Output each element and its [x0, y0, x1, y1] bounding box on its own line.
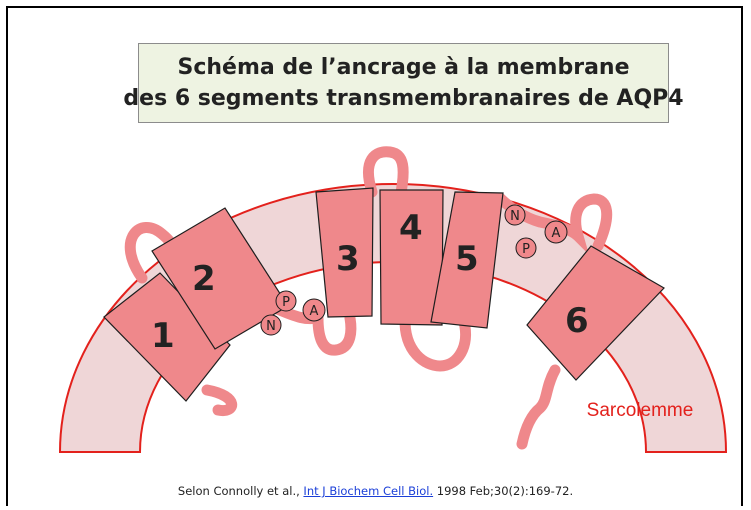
loop-4-5-bottom: [399, 312, 471, 372]
motif-letters: N P A N P A: [266, 209, 560, 334]
motif-n-2-circle: [504, 204, 526, 226]
motif-p-1-label: P: [282, 295, 290, 310]
loop-5-6-top: [494, 192, 613, 255]
motif-n-1-label: N: [266, 319, 276, 334]
segment-6-rect: [526, 245, 665, 381]
citation-suffix: 1998 Feb;30(2):169-72.: [433, 484, 574, 498]
motif-a-1-circle: [302, 298, 326, 322]
citation-prefix: Selon Connolly et al.,: [177, 484, 304, 498]
segment-1-label: 1: [151, 316, 175, 356]
segment-numbers: 1 2 3 4 5 6: [151, 208, 589, 356]
citation-journal-link[interactable]: Int J Biochem Cell Biol.: [303, 484, 434, 498]
loop-2-3-bottom: [269, 302, 357, 356]
segment-3-label: 3: [336, 239, 360, 279]
segment-6-label: 6: [565, 301, 589, 341]
segment-4-label: 4: [399, 208, 423, 248]
loop-3-4-top: [363, 146, 409, 204]
loop-tail-1-bottom: [201, 384, 238, 417]
title-box: Schéma de l’ancrage à la membrane des 6 …: [123, 43, 684, 123]
citation: Selon Connolly et al., Int J Biochem Cel…: [0, 484, 751, 498]
segment-1-rect: [103, 272, 231, 402]
motif-p-1-circle: [275, 290, 297, 312]
motif-p-2-label: P: [522, 242, 530, 257]
slide-frame: [6, 6, 743, 506]
title-line-2: des 6 segments transmembranaires de AQP4: [123, 86, 684, 111]
loop-tail-6-bottom: [516, 364, 561, 450]
motif-a-1-label: A: [310, 304, 319, 319]
segment-5-label: 5: [455, 239, 479, 279]
motif-a-2-circle: [544, 220, 568, 244]
motif-n-1-circle: [260, 314, 282, 336]
sarcolemme-label: Sarcolemme: [587, 400, 694, 421]
segment-3-rect: [315, 187, 374, 318]
motif-p-2-circle: [515, 237, 537, 259]
segment-4-rect: [379, 189, 444, 326]
motif-n-2-label: N: [510, 209, 520, 224]
motif-circles: [260, 204, 568, 336]
segment-5-rect: [430, 191, 504, 329]
segment-2-label: 2: [192, 259, 216, 299]
segments: [103, 187, 665, 402]
title-line-1: Schéma de l’ancrage à la membrane: [177, 55, 630, 80]
motif-a-2-label: A: [552, 226, 561, 241]
